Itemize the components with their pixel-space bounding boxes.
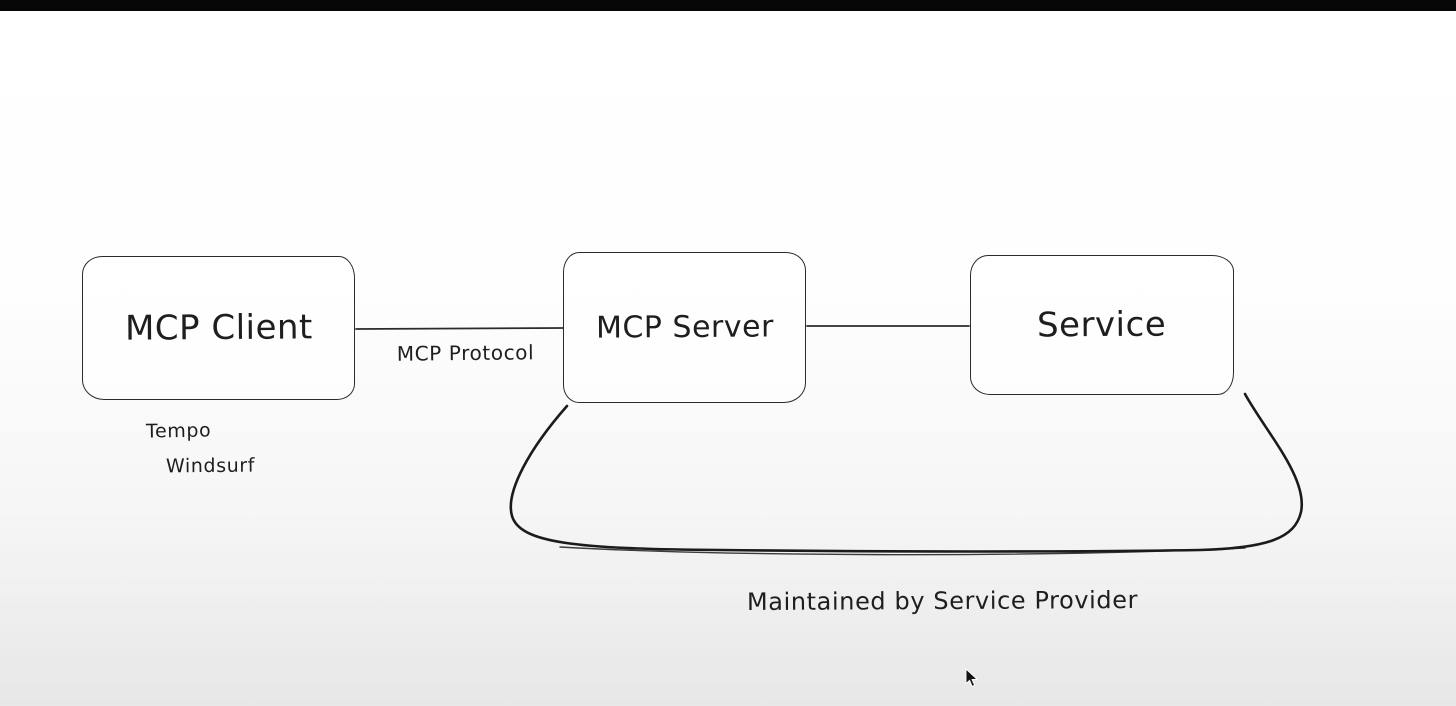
- connector-client-server: [355, 327, 564, 330]
- node-mcp-server-label: MCP Server: [595, 309, 774, 346]
- node-service: Service: [970, 255, 1234, 395]
- edge-label-mcp-protocol: MCP Protocol: [396, 340, 535, 366]
- service-provider-brace-echo: [559, 546, 1246, 556]
- brace-caption: Maintained by Service Provider: [746, 585, 1139, 617]
- node-mcp-client-label: MCP Client: [124, 307, 313, 349]
- client-example-tempo: Tempo: [145, 419, 212, 443]
- letterbox-bar: [0, 0, 1456, 11]
- mouse-cursor-icon: [965, 668, 979, 688]
- node-service-label: Service: [1037, 304, 1167, 346]
- service-provider-brace: [509, 392, 1304, 553]
- node-mcp-client: MCP Client: [82, 256, 355, 400]
- node-mcp-server: MCP Server: [563, 252, 806, 403]
- client-example-windsurf: Windsurf: [165, 454, 256, 478]
